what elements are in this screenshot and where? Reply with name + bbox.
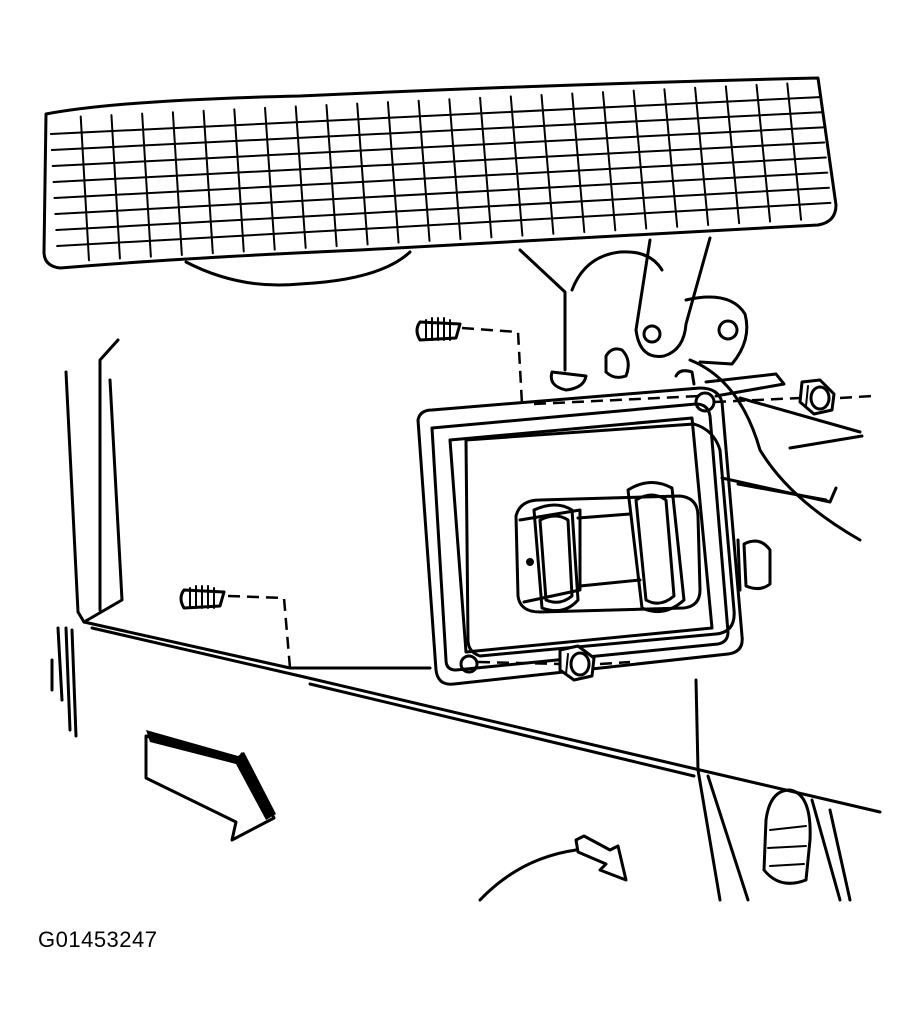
pedal-grid-horizontal	[52, 141, 826, 183]
floor-panel	[50, 338, 882, 902]
figure-id-label: G01453247	[38, 927, 158, 952]
pedal-grid-vertical	[509, 95, 524, 237]
pedal-grid-vertical	[724, 85, 741, 225]
pedal-grid-horizontal	[56, 201, 832, 247]
pedal-grid-horizontal	[55, 186, 830, 231]
upper-nut	[798, 378, 836, 416]
pedal-grid-vertical	[632, 89, 648, 230]
pedal-grid-horizontal	[49, 96, 821, 135]
pedal-grid-vertical	[694, 86, 710, 227]
pedal-grid-vertical	[141, 112, 152, 258]
pedal-grid-horizontal	[51, 126, 824, 167]
pedal-grid-vertical	[294, 105, 307, 249]
control-module	[416, 386, 838, 686]
pedal-grid-vertical	[79, 115, 90, 262]
pedal-grid-vertical	[663, 88, 679, 228]
pedal-grid-horizontal	[50, 111, 823, 151]
pedal-grid-vertical	[755, 83, 772, 223]
pedal-grid-vertical	[601, 91, 617, 232]
pedal-grid-horizontal	[53, 156, 827, 199]
pedal-grid-vertical	[110, 114, 121, 260]
pedal-grid-vertical	[479, 96, 493, 239]
pedal-grid-vertical	[540, 93, 555, 235]
pedal-grid-vertical	[356, 102, 369, 246]
accelerator-pedal-pad	[42, 76, 838, 287]
small-indicator-arrow	[574, 834, 628, 882]
lower-nut	[558, 644, 596, 682]
alignment-lines	[227, 326, 873, 669]
pedal-grid-vertical	[233, 108, 245, 253]
pedal-grid-vertical	[448, 98, 462, 241]
front-direction-arrow	[144, 730, 276, 842]
pedal-grid-vertical	[571, 92, 586, 234]
pedal-grid-vertical	[171, 111, 183, 256]
pedal-grid-vertical	[264, 106, 276, 251]
pedal-grid-vertical	[386, 101, 400, 244]
lower-stud	[179, 585, 226, 610]
pedal-grid-lines	[49, 82, 832, 262]
upper-stud	[415, 317, 462, 342]
pedal-grid-vertical	[786, 82, 803, 221]
pedal-grid-vertical	[325, 104, 338, 248]
pedal-grid-vertical	[417, 99, 431, 242]
pedal-arm-bracket	[518, 236, 864, 542]
pedal-grid-horizontal	[54, 171, 829, 215]
pedal-grid-vertical	[202, 109, 214, 255]
